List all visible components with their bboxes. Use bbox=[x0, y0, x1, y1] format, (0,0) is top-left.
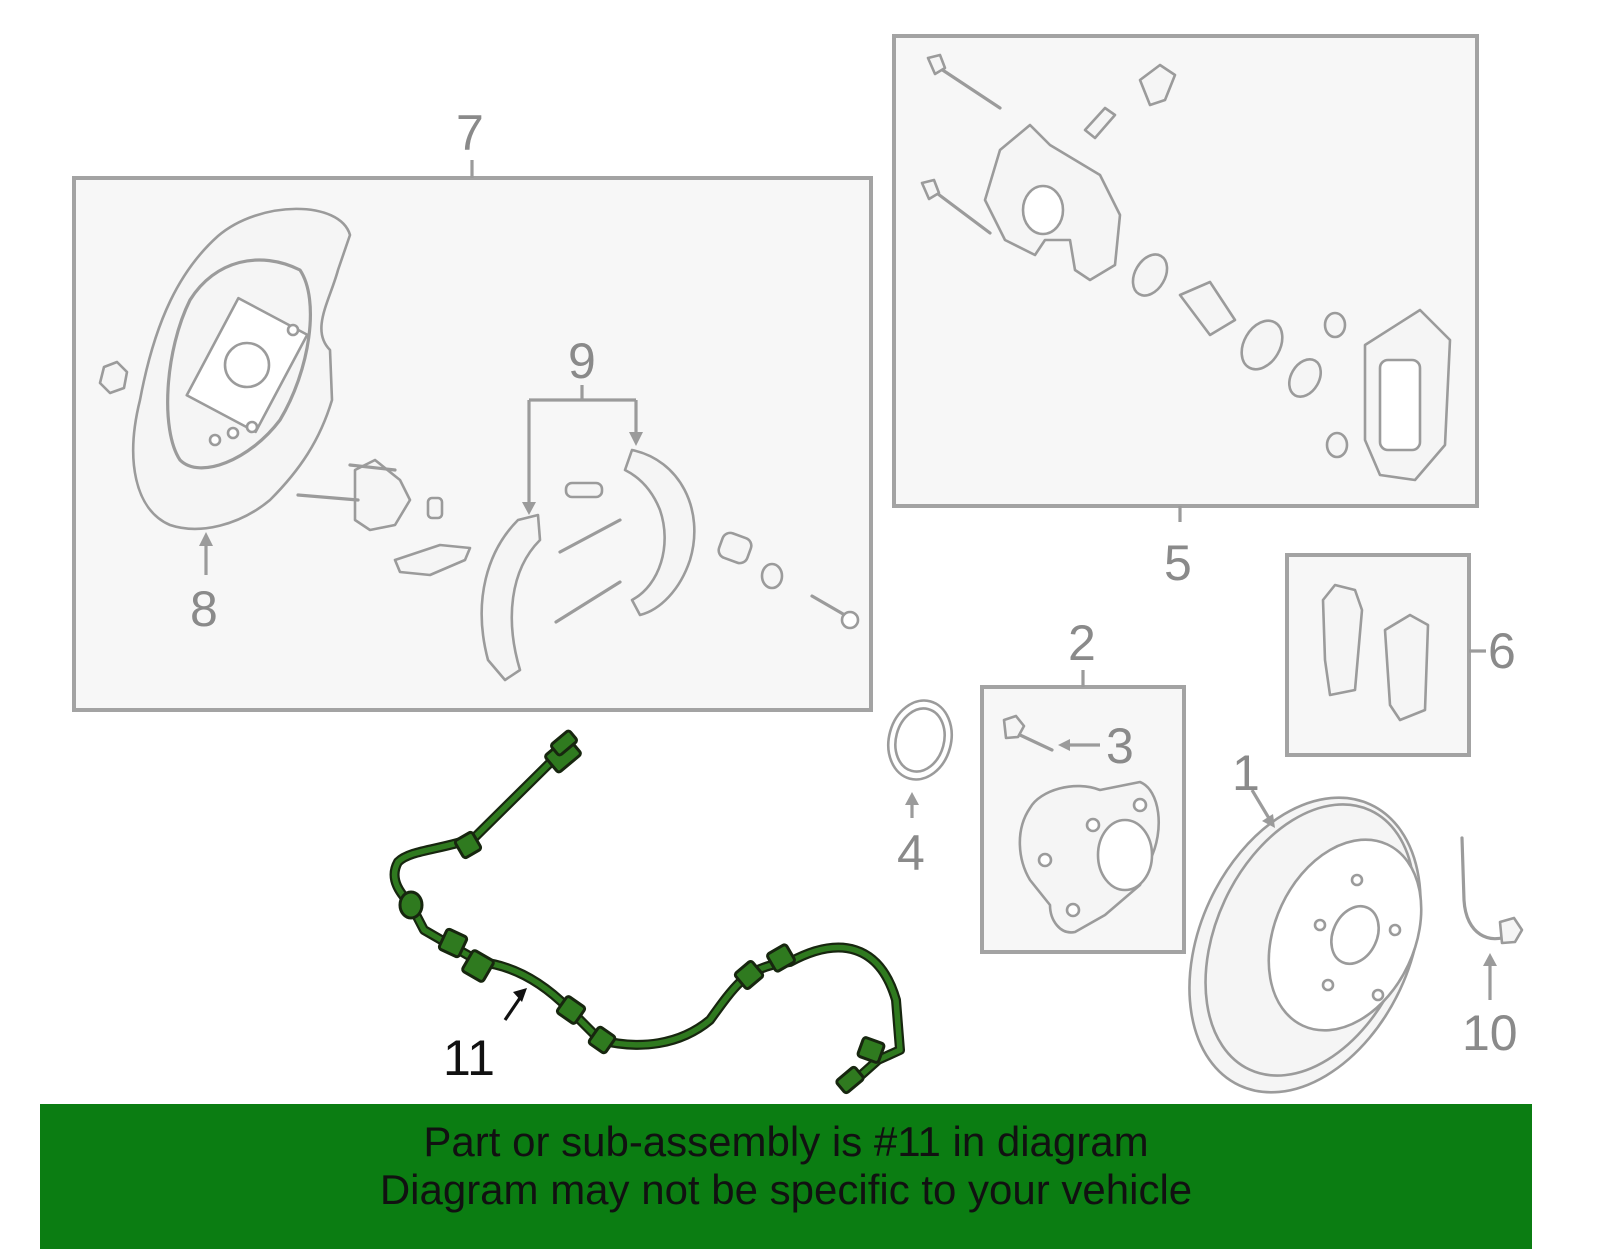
callout-11: 11 bbox=[443, 1030, 495, 1086]
callout-8: 8 bbox=[190, 581, 218, 637]
abs-sensor-harness[interactable] bbox=[389, 729, 905, 1095]
caliper-housing bbox=[920, 53, 1452, 482]
group-6-brake-pads: 6 bbox=[1285, 553, 1516, 757]
callout-1: 1 bbox=[1232, 745, 1260, 801]
callout-6: 6 bbox=[1488, 623, 1516, 679]
group-7-parking-brake-assembly: 7 8 bbox=[72, 105, 873, 712]
callout-9: 9 bbox=[568, 333, 596, 389]
group-2-hub-assembly: 2 3 bbox=[980, 615, 1186, 954]
callout-3: 3 bbox=[1106, 718, 1134, 774]
brake-rotor: 1 bbox=[1188, 745, 1423, 1094]
callout-4: 4 bbox=[897, 825, 925, 881]
info-banner: Part or sub-assembly is #11 in diagram D… bbox=[40, 1104, 1532, 1249]
callout-5: 5 bbox=[1164, 535, 1192, 591]
parking-brake-adjuster bbox=[296, 458, 472, 577]
banner-line-2: Diagram may not be specific to your vehi… bbox=[379, 1166, 1193, 1213]
brake-hose-bracket: 10 bbox=[1460, 836, 1524, 1061]
group-6-box bbox=[1285, 553, 1471, 757]
hold-down-hardware bbox=[717, 531, 860, 630]
hub-bearing bbox=[1018, 780, 1161, 934]
callout-2: 2 bbox=[1068, 615, 1096, 671]
dust-seal: 4 bbox=[887, 699, 953, 881]
backing-plate bbox=[98, 207, 352, 531]
group-5-caliper-assembly: 5 bbox=[892, 34, 1479, 591]
callout-10: 10 bbox=[1462, 1005, 1518, 1061]
callout-7: 7 bbox=[456, 105, 484, 161]
banner-line-1: Part or sub-assembly is #11 in diagram bbox=[423, 1118, 1149, 1165]
parking-brake-shoes bbox=[480, 448, 696, 682]
hub-bolt bbox=[1002, 714, 1054, 752]
